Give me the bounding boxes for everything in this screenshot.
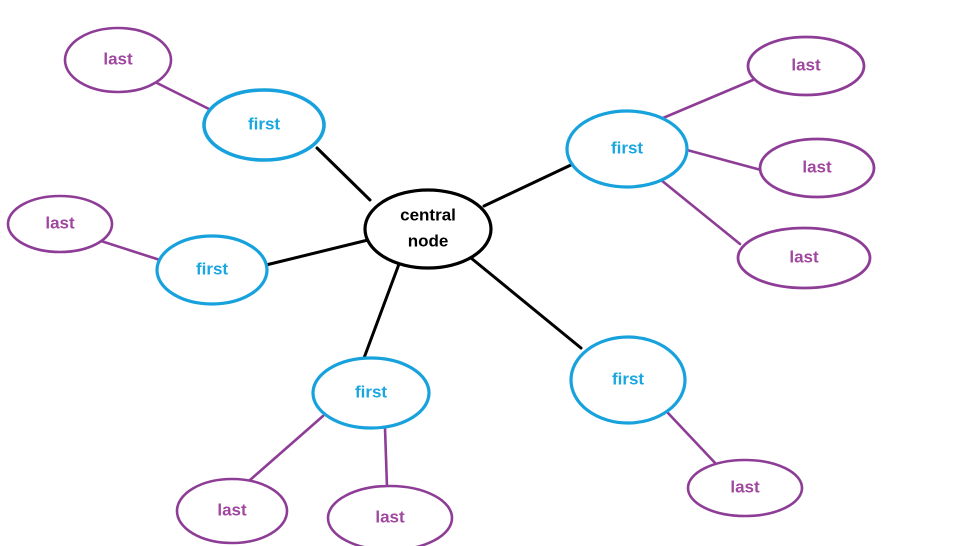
edge-central-to-first-ml <box>264 238 370 267</box>
node-layer: central node first first first first first last… <box>6 26 876 546</box>
node-first-tl[interactable]: first <box>202 88 326 162</box>
node-label-central: node <box>408 231 449 250</box>
node-ellipse-first-ml[interactable] <box>155 234 269 306</box>
node-first-b[interactable]: first <box>311 356 431 430</box>
edge-first-ml-to-last-ml <box>99 239 162 262</box>
node-ellipse-last-b2[interactable] <box>326 484 454 546</box>
node-label-central: central <box>400 205 456 224</box>
node-last-tl[interactable]: last <box>63 26 173 94</box>
node-label-last-r2: last <box>802 157 832 176</box>
node-last-r2[interactable]: last <box>758 137 876 199</box>
node-label-last-r3: last <box>789 247 819 266</box>
node-label-first-br: first <box>612 369 644 388</box>
node-ellipse-last-ml[interactable] <box>6 194 114 254</box>
node-ellipse-last-b1[interactable] <box>175 477 289 545</box>
node-ellipse-last-r3[interactable] <box>736 226 872 290</box>
edge-first-br-to-last-br <box>666 411 719 467</box>
node-first-tr[interactable]: first <box>565 109 689 189</box>
node-first-br[interactable]: first <box>569 335 687 425</box>
edge-central-to-first-b <box>362 262 401 360</box>
node-ellipse-last-tl[interactable] <box>63 26 173 94</box>
edge-first-tl-to-last-tl <box>155 81 213 112</box>
edge-first-b-to-last-b1 <box>248 414 325 482</box>
node-label-last-br: last <box>730 477 760 496</box>
node-last-b2[interactable]: last <box>326 484 454 546</box>
node-label-last-b1: last <box>217 500 247 519</box>
node-label-last-b2: last <box>375 507 405 526</box>
node-label-first-tl: first <box>248 114 280 133</box>
node-label-first-tr: first <box>611 138 643 157</box>
node-last-b1[interactable]: last <box>175 477 289 545</box>
edge-first-b-to-last-b2 <box>383 426 389 489</box>
edge-central-to-first-tr <box>482 162 575 208</box>
node-last-ml[interactable]: last <box>6 194 114 254</box>
node-last-r3[interactable]: last <box>736 226 872 290</box>
node-last-r1[interactable]: last <box>746 35 866 97</box>
node-ellipse-first-tl[interactable] <box>202 88 326 162</box>
node-last-br[interactable]: last <box>686 458 804 518</box>
node-ellipse-first-br[interactable] <box>569 335 687 425</box>
node-ellipse-central[interactable] <box>363 188 493 270</box>
edge-layer <box>99 78 763 489</box>
node-ellipse-last-br[interactable] <box>686 458 804 518</box>
edge-first-tr-to-last-r3 <box>659 178 742 246</box>
edge-first-tr-to-last-r2 <box>685 148 763 172</box>
node-central[interactable]: central node <box>363 188 493 270</box>
node-ellipse-last-r1[interactable] <box>746 35 866 97</box>
edge-first-tr-to-last-r1 <box>661 78 755 120</box>
edge-central-to-first-br <box>469 256 583 350</box>
node-ellipse-last-r2[interactable] <box>758 137 876 199</box>
node-label-first-ml: first <box>196 259 228 278</box>
node-label-last-ml: last <box>45 213 75 232</box>
node-ellipse-first-tr[interactable] <box>565 109 689 189</box>
node-first-ml[interactable]: first <box>155 234 269 306</box>
node-ellipse-first-b[interactable] <box>311 356 431 430</box>
node-label-last-tl: last <box>103 49 133 68</box>
node-label-last-r1: last <box>791 55 821 74</box>
edge-central-to-first-tl <box>315 146 372 202</box>
node-label-first-b: first <box>355 382 387 401</box>
